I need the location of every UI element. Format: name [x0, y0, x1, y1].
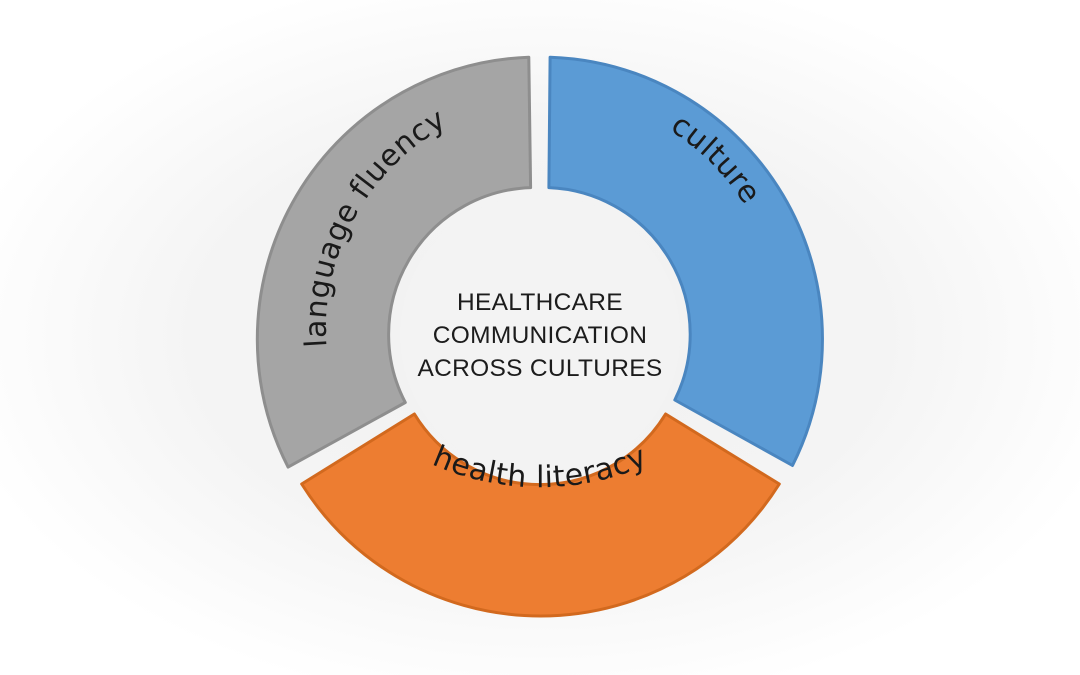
center-title-line-1: HEALTHCARE: [457, 289, 623, 316]
segment-culture: [547, 55, 824, 467]
segment-health-literacy: [300, 412, 781, 618]
segment-language-fluency: [255, 55, 533, 469]
center-title-line-3: ACROSS CULTURES: [417, 355, 662, 382]
center-circle: [400, 195, 680, 475]
center-title-line-2: COMMUNICATION: [433, 322, 647, 349]
